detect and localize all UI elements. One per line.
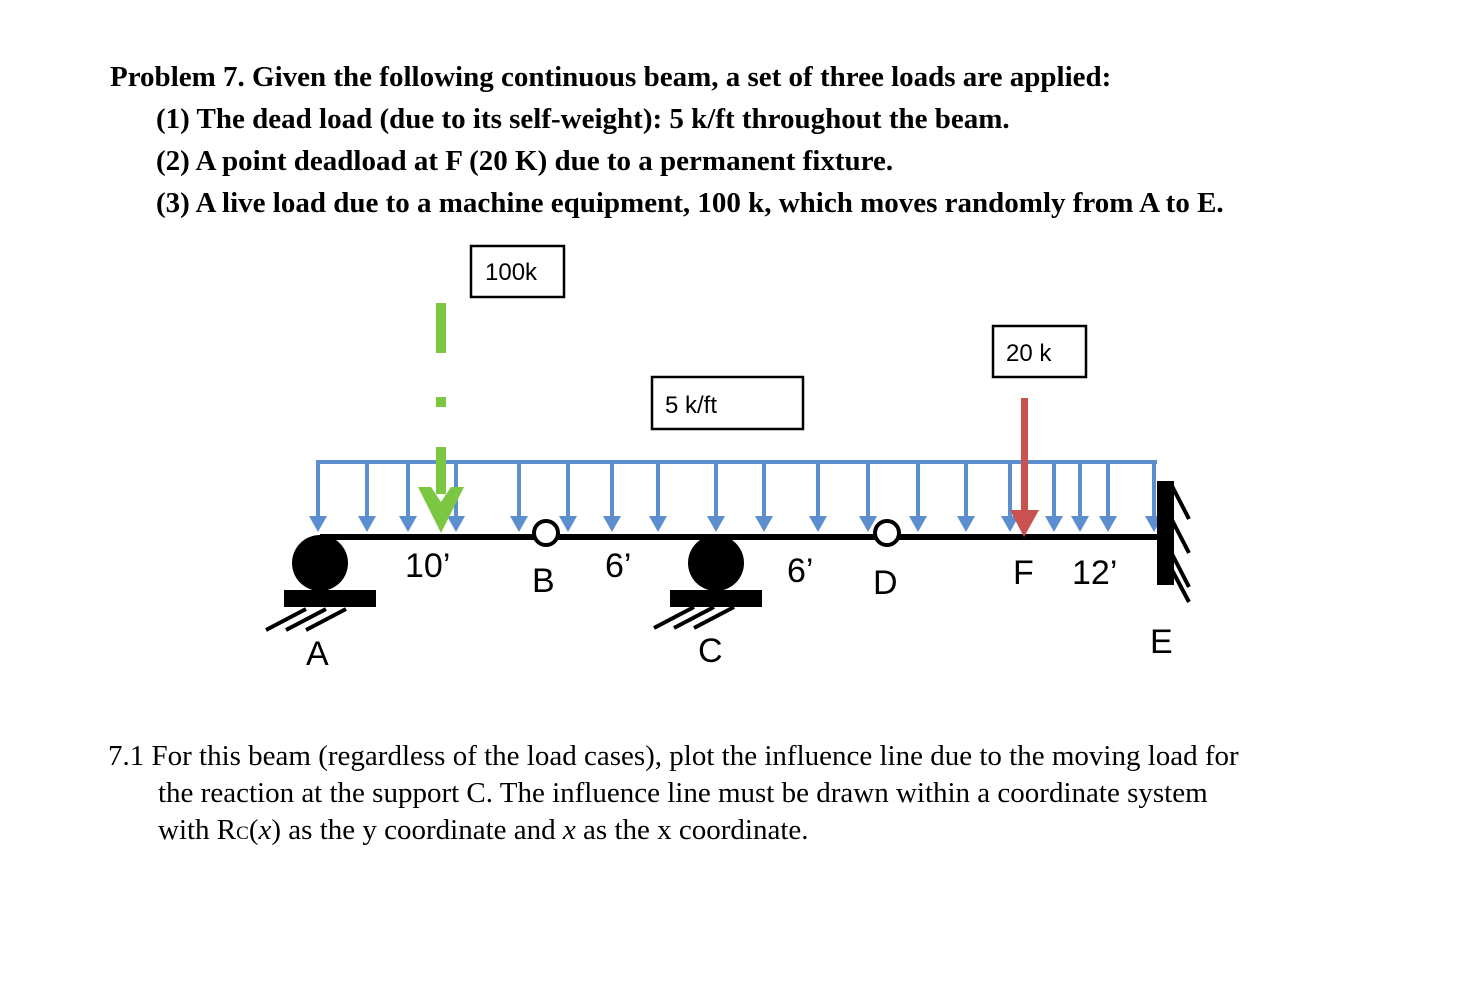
live-load-label-box: 100k (469, 244, 566, 299)
live-load-label: 100k (485, 259, 538, 286)
distributed-load-arrowhead (358, 516, 376, 532)
distributed-load-arrowhead (707, 516, 725, 532)
label-d: D (873, 564, 898, 602)
point-load-arrow (1010, 398, 1039, 537)
load-case-3: (3) A live load due to a machine equipme… (156, 187, 1224, 219)
distributed-load-arrowhead (809, 516, 827, 532)
subscript-c: C (236, 823, 249, 844)
distributed-load-arrowhead (649, 516, 667, 532)
dim-cd: 6’ (787, 552, 813, 590)
distributed-load-label-box: 5 k/ft (650, 375, 805, 431)
point-load-label-box: 20 k (991, 324, 1088, 379)
distributed-load-arrowhead (1045, 516, 1063, 532)
dim-fe: 12’ (1072, 554, 1117, 592)
question-line-2: the reaction at the support C. The influ… (158, 777, 1208, 809)
distributed-load-arrowhead (909, 516, 927, 532)
distributed-load-arrowhead (1001, 516, 1019, 532)
distributed-load-arrowhead (957, 516, 975, 532)
var-x: x (562, 814, 576, 846)
distributed-load-arrowhead (755, 516, 773, 532)
distributed-load-label: 5 k/ft (665, 392, 717, 419)
distributed-load-arrowhead (309, 516, 327, 532)
point-load-label: 20 k (1006, 340, 1052, 367)
distributed-load-arrowhead (510, 516, 528, 532)
support-a-roller (265, 535, 376, 632)
distributed-load-arrowhead (603, 516, 621, 532)
label-e: E (1150, 623, 1173, 661)
load-case-2: (2) A point deadload at F (20 K) due to … (156, 145, 894, 177)
distributed-load-arrowhead (559, 516, 577, 532)
load-case-1: (1) The dead load (due to its self-weigh… (156, 103, 1010, 135)
distributed-load-arrowhead (447, 516, 465, 532)
question-line-3: with RC(x) as the y coordinate and x as … (158, 814, 809, 846)
live-load-arrow (418, 303, 464, 533)
label-b: B (532, 562, 555, 600)
distributed-load-arrowhead (1071, 516, 1089, 532)
distributed-load-arrowhead (859, 516, 877, 532)
dim-bc: 6’ (605, 547, 631, 585)
support-e-fixed (1157, 481, 1191, 603)
problem-heading: Problem 7. Given the following continuou… (110, 61, 1112, 93)
hinge-d (873, 519, 901, 547)
support-c-roller (653, 535, 762, 630)
var-x: x (258, 814, 272, 846)
question-line-1: 7.1 For this beam (regardless of the loa… (108, 740, 1239, 772)
hinge-b (532, 519, 560, 547)
question-7-1: 7.1 For this beam (regardless of the loa… (108, 738, 1408, 852)
problem-statement: Problem 7. Given the following continuou… (110, 56, 1410, 224)
label-f: F (1013, 554, 1034, 592)
dim-ab: 10’ (405, 547, 450, 585)
label-c: C (698, 632, 723, 670)
distributed-load-arrowhead (399, 516, 417, 532)
label-a: A (306, 635, 329, 673)
distributed-load-arrows (309, 462, 1163, 532)
distributed-load-arrowhead (1099, 516, 1117, 532)
